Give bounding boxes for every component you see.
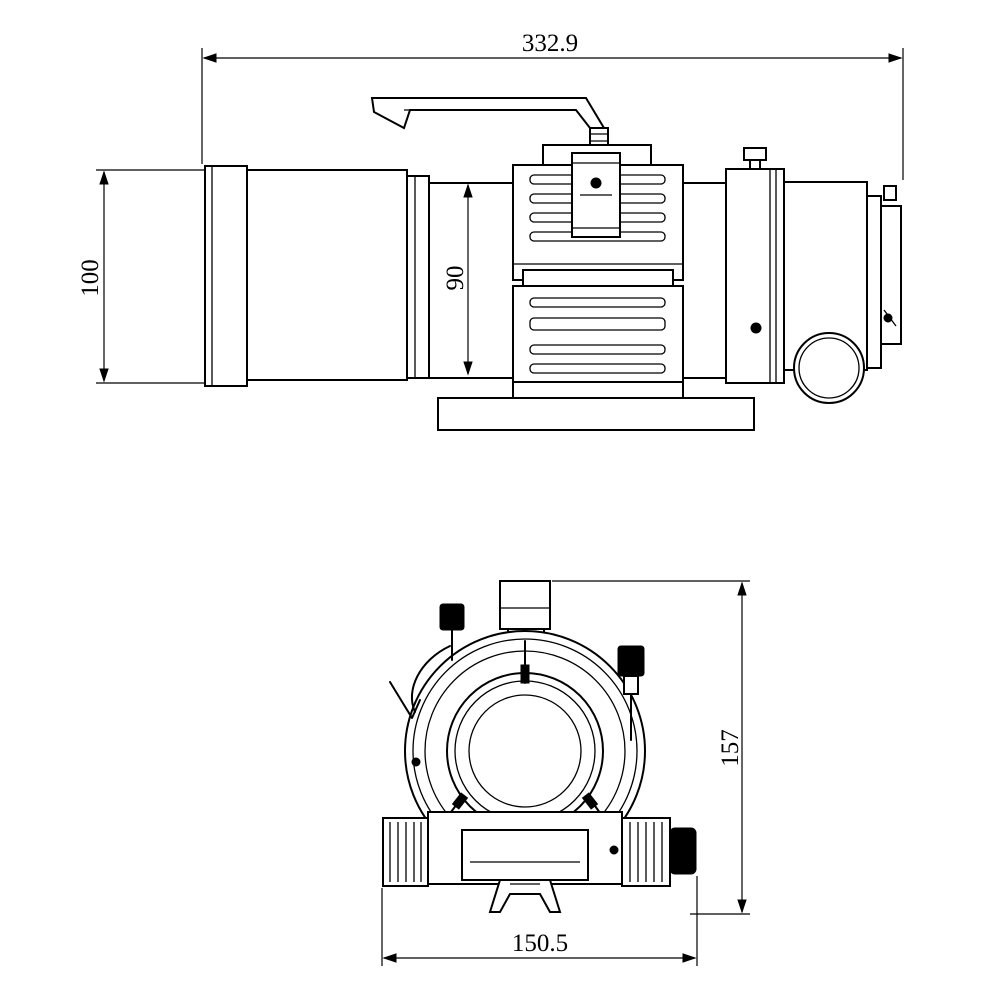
dimension-width-label: 150.5: [512, 930, 568, 957]
front-bottom-bracket: [427, 811, 623, 885]
dovetail-plate: [437, 397, 755, 431]
dimension-height-label: 157: [717, 729, 744, 767]
rear-adapter: [866, 185, 902, 369]
front-view: 157 150.5: [381, 580, 750, 966]
dimension-tube-diameter: 100: [77, 169, 204, 384]
dimension-inner-tube: 90: [442, 183, 473, 376]
focus-knob: [793, 332, 865, 404]
carry-handle: [370, 97, 606, 130]
dew-shield: [204, 165, 430, 387]
dimension-height: 157: [552, 580, 750, 915]
dimension-tube-diameter-label: 100: [77, 259, 104, 297]
front-left-knob: [389, 603, 465, 767]
front-focus-knob-right: [621, 817, 697, 887]
focuser-lock-knob: [743, 147, 767, 170]
focuser-body: [725, 168, 785, 384]
dimension-inner-tube-label: 90: [442, 266, 469, 291]
dimension-width: 150.5: [381, 876, 698, 966]
dimension-length-label: 332.9: [522, 30, 578, 57]
front-right-knob: [617, 645, 645, 741]
tube-ring: [512, 144, 684, 383]
dimension-length: 332.9: [201, 30, 904, 180]
finder-shoe: [571, 152, 621, 238]
front-focus-knob-left: [382, 817, 429, 887]
side-view: 332.9 100 90: [77, 30, 904, 431]
front-tube-opening: [446, 672, 604, 830]
front-dovetail: [488, 879, 562, 913]
